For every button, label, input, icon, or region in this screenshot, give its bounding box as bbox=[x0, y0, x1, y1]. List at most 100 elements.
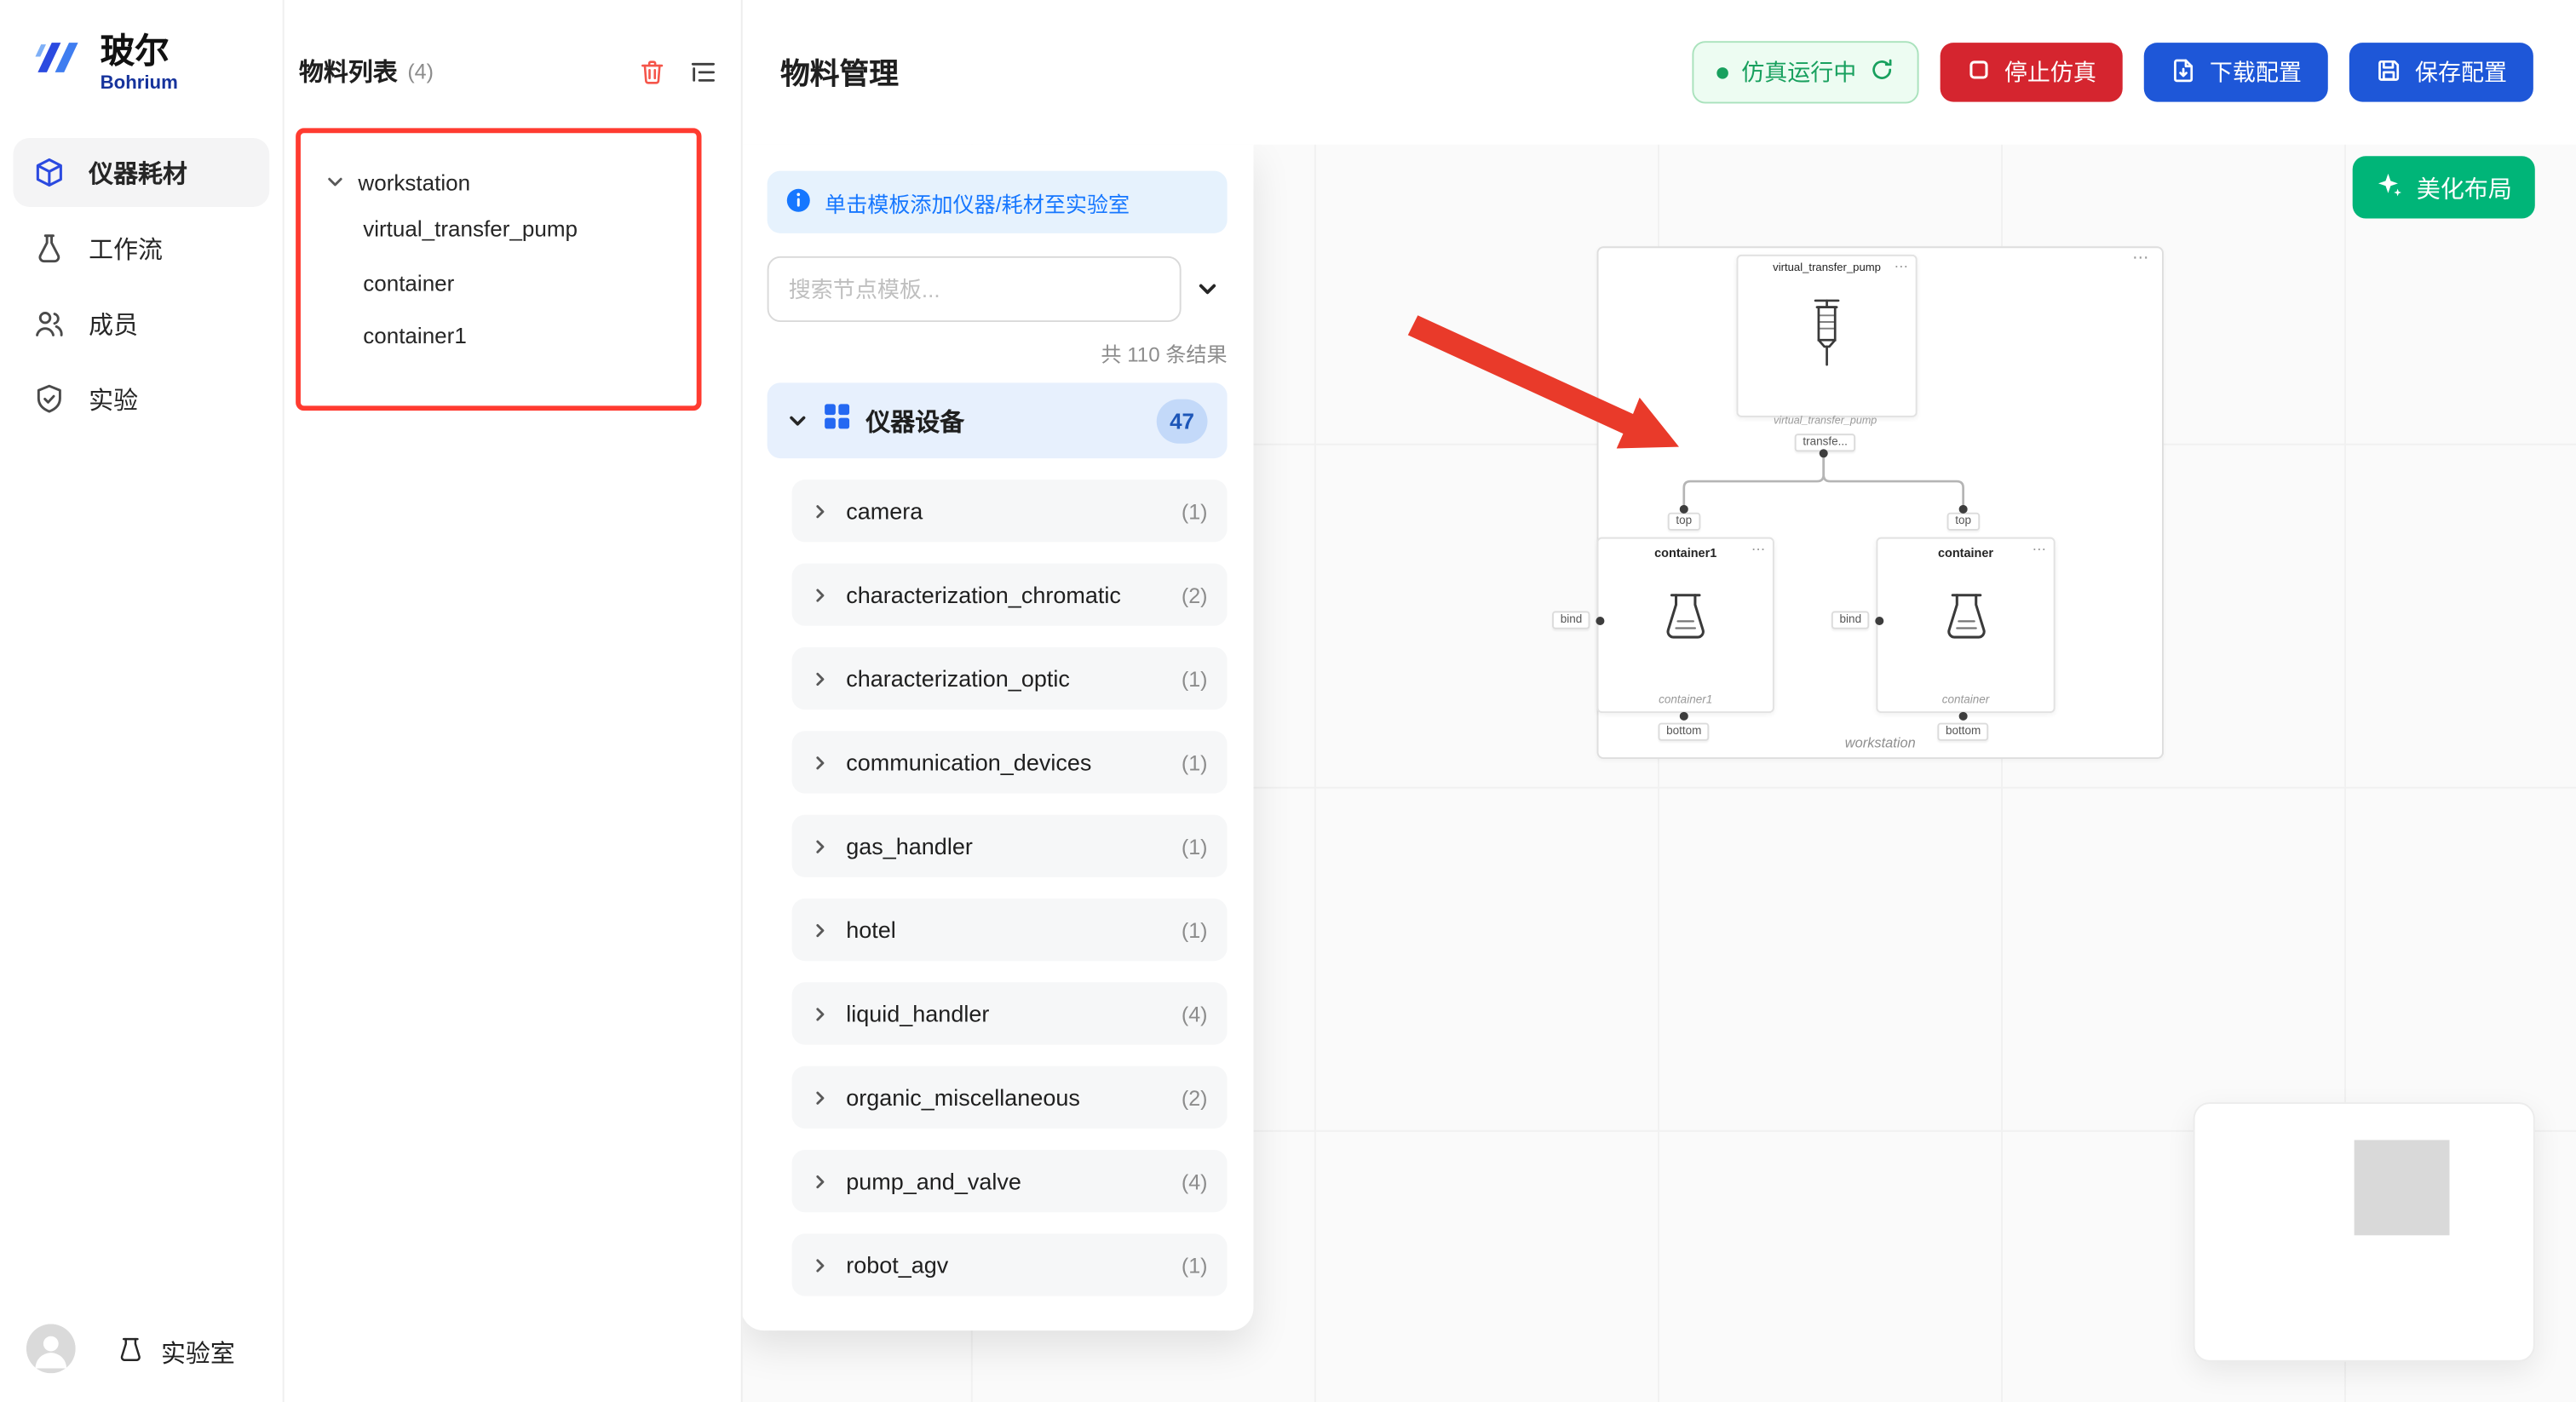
download-icon bbox=[2171, 57, 2197, 89]
beaker-icon bbox=[1654, 585, 1716, 656]
stop-simulation-button[interactable]: 停止仿真 bbox=[1940, 43, 2123, 102]
template-item-gas-handler[interactable]: gas_handler (1) bbox=[791, 814, 1228, 877]
search-input[interactable] bbox=[767, 256, 1182, 322]
materials-list-count: (4) bbox=[407, 59, 434, 84]
template-item-robot-agv[interactable]: robot_agv (1) bbox=[791, 1233, 1228, 1296]
template-item-count: (1) bbox=[1181, 666, 1208, 691]
tree-item-label: container bbox=[363, 270, 455, 296]
port-tag-bottom[interactable]: bottom bbox=[1658, 722, 1711, 741]
port-tag-bottom[interactable]: bottom bbox=[1937, 722, 1989, 741]
template-item-liquid-handler[interactable]: liquid_handler (4) bbox=[791, 982, 1228, 1045]
save-config-button[interactable]: 保存配置 bbox=[2349, 43, 2533, 102]
tree-item-container[interactable]: container bbox=[325, 257, 708, 311]
more-icon[interactable]: ⋯ bbox=[2032, 540, 2047, 557]
beautify-layout-button[interactable]: 美化布局 bbox=[2352, 156, 2535, 219]
template-item-count: (1) bbox=[1181, 498, 1208, 524]
template-item-pump-and-valve[interactable]: pump_and_valve (4) bbox=[791, 1149, 1228, 1213]
template-item-communication-devices[interactable]: communication_devices (1) bbox=[791, 731, 1228, 794]
template-item-label: characterization_optic bbox=[846, 665, 1070, 692]
sidebar-nav: 仪器耗材 工作流 成员 实验 bbox=[13, 137, 270, 440]
node-container1[interactable]: container1 ⋯ container1 bbox=[1596, 537, 1774, 713]
brand-name-cn: 玻尔 bbox=[100, 32, 170, 71]
people-icon bbox=[33, 307, 66, 341]
flask-icon bbox=[33, 232, 66, 265]
template-item-count: (2) bbox=[1181, 1084, 1208, 1110]
minimap-viewport[interactable] bbox=[2354, 1139, 2450, 1235]
template-item-label: hotel bbox=[846, 916, 896, 943]
sparkle-icon bbox=[2376, 170, 2404, 204]
chevron-down-icon[interactable] bbox=[325, 172, 345, 192]
sidebar-item-members[interactable]: 成员 bbox=[13, 289, 269, 358]
node-virtual-transfer-pump[interactable]: virtual_transfer_pump ⋯ bbox=[1736, 254, 1918, 417]
tree-item-label: virtual_transfer_pump bbox=[363, 216, 578, 242]
chevron-right-icon bbox=[812, 1255, 830, 1273]
template-item-label: camera bbox=[846, 497, 923, 525]
tree-list-icon[interactable] bbox=[688, 57, 718, 87]
chevron-down-icon bbox=[787, 410, 808, 431]
sidebar: 玻尔 Bohrium 仪器耗材 工作流 成员 bbox=[0, 0, 285, 1402]
brand-logo[interactable]: 玻尔 Bohrium bbox=[26, 30, 178, 97]
tree-item-virtual-transfer-pump[interactable]: virtual_transfer_pump bbox=[325, 204, 708, 257]
status-dot-icon bbox=[1716, 66, 1728, 78]
materials-tree: workstation virtual_transfer_pump contai… bbox=[325, 161, 708, 364]
info-banner[interactable]: 单击模板添加仪器/耗材至实验室 bbox=[767, 170, 1228, 233]
template-item-characterization-optic[interactable]: characterization_optic (1) bbox=[791, 646, 1228, 710]
template-item-hotel[interactable]: hotel (1) bbox=[791, 898, 1228, 962]
user-avatar[interactable] bbox=[26, 1323, 76, 1380]
refresh-icon[interactable] bbox=[1870, 57, 1895, 87]
beaker-icon bbox=[115, 1333, 147, 1370]
save-icon bbox=[2376, 57, 2402, 89]
chevron-right-icon bbox=[812, 669, 830, 687]
node-container[interactable]: container ⋯ container bbox=[1876, 537, 2056, 713]
more-icon[interactable]: ⋯ bbox=[1751, 540, 1767, 557]
workstation-group-label: workstation bbox=[1844, 734, 1916, 751]
template-item-count: (1) bbox=[1181, 833, 1208, 859]
stop-icon bbox=[1966, 57, 1991, 87]
chevron-right-icon bbox=[812, 837, 830, 855]
chevron-right-icon bbox=[812, 1089, 830, 1106]
node-title: container bbox=[1937, 545, 1994, 560]
node-sublabel: container1 bbox=[1659, 694, 1713, 707]
download-config-label: 下载配置 bbox=[2209, 59, 2302, 86]
cube-icon bbox=[33, 156, 66, 189]
simulation-status-pill[interactable]: 仿真运行中 bbox=[1692, 41, 1919, 104]
materials-panel-header: 物料列表 (4) bbox=[299, 55, 718, 89]
sidebar-item-workflow[interactable]: 工作流 bbox=[13, 214, 269, 283]
sidebar-item-experiments[interactable]: 实验 bbox=[13, 365, 269, 434]
sidebar-item-label: 仪器耗材 bbox=[89, 160, 187, 188]
sidebar-item-laboratory[interactable]: 实验室 bbox=[115, 1333, 235, 1370]
template-item-camera[interactable]: camera (1) bbox=[791, 480, 1228, 543]
tree-item-label: container1 bbox=[363, 323, 467, 348]
chevron-right-icon bbox=[812, 921, 830, 939]
collapse-chevron-icon[interactable] bbox=[1187, 278, 1227, 301]
template-item-characterization-chromatic[interactable]: characterization_chromatic (2) bbox=[791, 563, 1228, 626]
laboratory-label: 实验室 bbox=[160, 1339, 235, 1368]
sidebar-footer: 实验室 bbox=[26, 1323, 235, 1380]
beautify-layout-label: 美化布局 bbox=[2416, 176, 2512, 204]
port-tag-bind[interactable]: bind bbox=[1552, 611, 1590, 629]
port-tag-top[interactable]: top bbox=[1946, 512, 1980, 531]
template-item-count: (1) bbox=[1181, 1252, 1208, 1278]
category-instruments[interactable]: 仪器设备 47 bbox=[767, 382, 1228, 459]
minimap[interactable] bbox=[2193, 1101, 2535, 1361]
info-banner-text: 单击模板添加仪器/耗材至实验室 bbox=[825, 191, 1130, 216]
template-item-label: communication_devices bbox=[846, 749, 1092, 776]
port-tag-bind[interactable]: bind bbox=[1831, 611, 1870, 629]
template-item-organic-miscellaneous[interactable]: organic_miscellaneous (2) bbox=[791, 1066, 1228, 1129]
port-tag-transfer[interactable]: transfe... bbox=[1794, 434, 1856, 452]
trash-icon[interactable] bbox=[637, 57, 667, 87]
more-icon[interactable]: ⋯ bbox=[2132, 250, 2151, 268]
materials-list-title: 物料列表 bbox=[298, 59, 398, 88]
more-icon[interactable]: ⋯ bbox=[1894, 257, 1909, 275]
template-item-label: pump_and_valve bbox=[846, 1168, 1021, 1195]
node-title: container1 bbox=[1654, 545, 1717, 560]
materials-panel: 物料列表 (4) workstation virtual_transfer_pu… bbox=[282, 0, 743, 1402]
tree-item-workstation[interactable]: workstation bbox=[325, 161, 708, 204]
sidebar-item-instruments[interactable]: 仪器耗材 bbox=[13, 137, 270, 207]
node-sublabel: container bbox=[1941, 694, 1990, 707]
beaker-icon bbox=[1935, 585, 1997, 656]
download-config-button[interactable]: 下载配置 bbox=[2143, 43, 2328, 102]
port-tag-top[interactable]: top bbox=[1667, 512, 1700, 531]
node-sublabel: virtual_transfer_pump bbox=[1774, 415, 1877, 428]
tree-item-container1[interactable]: container1 bbox=[325, 310, 708, 364]
